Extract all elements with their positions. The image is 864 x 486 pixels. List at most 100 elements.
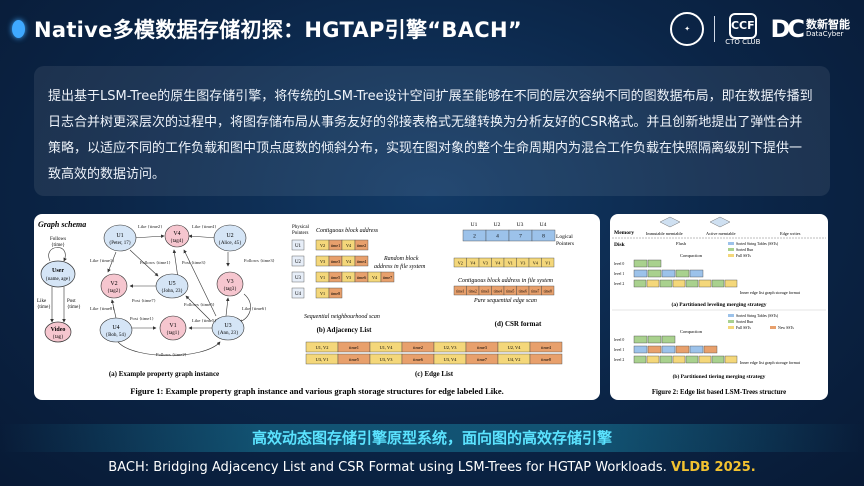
csr-contiguous-label: Contiguous block address in file system: [458, 277, 554, 284]
node-v4-attr: {tag4}: [170, 239, 183, 244]
edge-u1-v2: [107, 251, 117, 273]
edge-list-row-1-cell-0: U3, V1: [316, 357, 329, 363]
lsm-b-block-2-1-box: [646, 355, 660, 364]
schema-post-label: Post: [67, 299, 76, 304]
csr-scan-label: Pure sequential edge scan: [473, 298, 537, 304]
legend-b-new-swatch: [770, 326, 776, 329]
csr-time-7-box: [541, 285, 555, 296]
mem-label-1: Active memtable: [706, 231, 736, 236]
lsm-a-block-1-4-box: [689, 269, 704, 278]
graph-edges: [107, 234, 251, 356]
lsm-a-level-0: level 0: [614, 262, 624, 266]
node-u1-attr: {Peter, 17}: [109, 241, 131, 246]
node-u3-attr: {Ann, 23}: [218, 331, 239, 336]
citation-footer: BACH: Bridging Adjacency List and CSR Fo…: [0, 460, 864, 475]
adj-row-0-vertex: U1: [295, 244, 302, 249]
edge-label-7: Like {time8}: [90, 306, 114, 311]
csr-time-6: time7: [531, 289, 539, 293]
csr-target-3: V4: [495, 260, 501, 265]
csr-logical-label: Logical: [556, 234, 573, 240]
csr-offset-3: 8: [542, 233, 545, 239]
lsm-a-block-1-3-box: [675, 269, 690, 278]
csr-target-0: V2: [458, 260, 463, 265]
logo-divider: [714, 16, 716, 42]
node-u2-id: U2: [226, 233, 233, 239]
lsm-b-block-2-2-box: [659, 355, 673, 364]
summary-panel: 提出基于LSM-Tree的原生图存储引擎，将传统的LSM-Tree设计空间扩展至…: [34, 66, 830, 196]
adj-row-0-cell-3-box: [354, 239, 369, 251]
node-u1: [103, 224, 137, 252]
lsm-a-block-1-0-box: [633, 269, 648, 278]
node-u4: [99, 317, 133, 343]
adj-row-2-cell-5: time7: [383, 275, 393, 280]
graph-nodes: U1 {Peter, 17} V4 {tag4} U2 {Alice, 45} …: [99, 224, 247, 343]
lsm-a-block-2-0-box: [633, 279, 647, 288]
highlight-banner: 高效动态图存储引擎原型系统，面向图的高效存储引擎: [0, 424, 864, 452]
node-v4: [164, 224, 190, 248]
node-v1: [159, 315, 187, 341]
adj-row-1-vertex-box: [291, 255, 305, 267]
lsm-b-level-1: level 1: [614, 348, 624, 352]
edge-u4-u3: [117, 341, 221, 356]
figure-1: Graph schema User {name, age} Video {tag…: [34, 214, 600, 400]
adj-row-2-cell-5-box: [380, 271, 395, 283]
op-compaction-b: Compaction: [680, 329, 703, 334]
adj-row-3-cell-1-box: [328, 287, 343, 299]
edge-list-row-0-cell-7: time4: [541, 345, 552, 350]
edge-label-8: Follows {time5}: [184, 302, 215, 307]
csr-time-7: time8: [544, 289, 552, 293]
citation-venue: VLDB 2025.: [670, 460, 756, 475]
schema-like-attr: {time}: [37, 305, 51, 310]
title-bullet: [12, 20, 25, 38]
node-u2-attr: {Alice, 45}: [218, 241, 241, 246]
disk-label: Disk: [614, 242, 626, 248]
schema-video-attr: {tag}: [53, 335, 64, 340]
lsm-b-block-1-0-box: [633, 345, 648, 354]
csr-header-0: U1: [471, 222, 478, 228]
lsm-b-block-2-7-box: [724, 355, 738, 364]
legend-a: Sorted String Tables (SSTs) Sorted Run F…: [728, 242, 779, 258]
note-a: Inner edge list graph storage format: [740, 290, 801, 295]
edge-list-row-1-cell-5: time7: [477, 357, 488, 362]
datacyber-text: 数新智能 DataCyber: [806, 19, 850, 39]
edge-list-row-0-cell-6: U2, V4: [508, 345, 522, 351]
op-flush: Flush: [676, 241, 687, 246]
schema-follows-label: Follows: [50, 237, 66, 242]
university-seal-logo: ✦: [670, 12, 705, 46]
adj-row-3-cell-0: V1: [320, 291, 325, 296]
node-u5: [155, 273, 189, 299]
lsm-a-block-0-1-box: [647, 259, 662, 268]
edge-list-row-1-cell-3: time6: [413, 357, 424, 362]
edge-u3-v3: [225, 297, 230, 317]
lsm-b-block-1-2-box: [661, 345, 676, 354]
legend-a-run-swatch: [728, 248, 734, 251]
lsm-a-block-2-6-box: [711, 279, 725, 288]
node-u4-attr: {Bob, 54}: [106, 333, 127, 338]
edge-list-row-0-cell-5: time3: [477, 345, 488, 350]
legend-b-sst-swatch: [728, 314, 734, 317]
graph-edge-labels: Like {time2} Like {time1} Follows {time1…: [90, 224, 275, 357]
adj-row-1-cell-1: time3: [331, 259, 341, 264]
node-v2: [100, 273, 128, 299]
adj-row-3-cell-1: time8: [331, 291, 341, 296]
adj-row-1-cell-0: V3: [320, 259, 325, 264]
dc-mark: DC: [770, 15, 805, 43]
schema-video-node: [44, 321, 72, 343]
adj-row-3-vertex-box: [291, 287, 305, 299]
figure2-caption: Figure 2: Edge list based LSM-Trees stru…: [652, 389, 786, 396]
caption-a: (a) Example property graph instance: [109, 370, 219, 378]
edge-u1-v4: [132, 234, 165, 239]
node-v2-id: V2: [110, 281, 117, 287]
node-u4-id: U4: [112, 325, 119, 331]
schema-follows-attr: {time}: [51, 243, 65, 248]
edge-list-row-0-cell-2: U1, V4: [380, 345, 394, 351]
lsm-a-block-1-1-box: [647, 269, 662, 278]
legend-b-3: New SSTs: [778, 326, 794, 330]
lsm-b-level-0: level 0: [614, 338, 624, 342]
adj-row-2-vertex: U3: [295, 276, 302, 281]
lsm-b-block-0-2-box: [661, 335, 676, 344]
lsm-a-block-2-3-box: [672, 279, 686, 288]
schema-user-label: User: [52, 268, 64, 274]
